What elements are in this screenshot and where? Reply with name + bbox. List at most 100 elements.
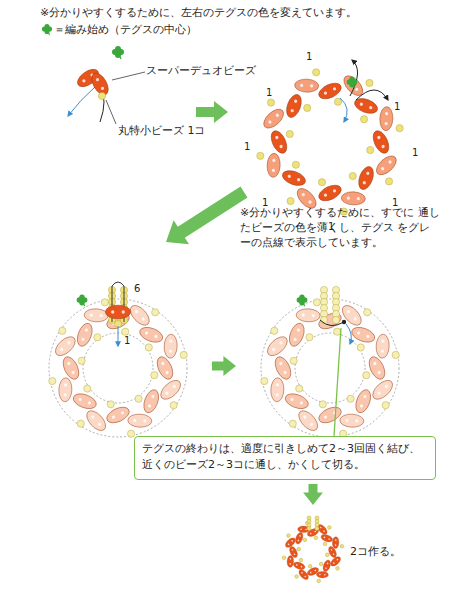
duo-bead xyxy=(322,559,332,572)
duo-bead xyxy=(267,153,281,178)
seed-bead xyxy=(292,161,299,168)
bead-ring xyxy=(257,69,403,215)
seed-bead xyxy=(314,536,318,540)
seed-bead xyxy=(122,328,129,335)
callout-number: 6 xyxy=(134,282,140,296)
legend-swatch xyxy=(40,23,54,37)
duo-bead xyxy=(373,152,399,178)
seed-bead xyxy=(349,172,356,179)
seed-bead xyxy=(98,92,105,99)
seed-bead xyxy=(135,395,142,402)
duo-bead xyxy=(341,191,366,205)
callout-text: テグスの終わりは、適度に引きしめて2～3回固く結び、近くのビーズ2～3コに通し、… xyxy=(142,441,428,473)
duo-bead xyxy=(316,310,343,332)
duo-bead xyxy=(296,308,321,322)
seed-bead xyxy=(366,79,373,86)
step-arrow xyxy=(196,101,228,123)
duo-bead xyxy=(127,302,153,328)
duo-bead xyxy=(306,527,320,538)
seed-bead xyxy=(170,402,177,409)
seed-bead xyxy=(396,125,403,132)
duo-bead xyxy=(353,388,373,415)
callout-box: テグスの終わりは、適度に引きしめて2～3回固く結び、近くのビーズ2～3コに通し、… xyxy=(134,436,436,480)
seed-bead xyxy=(303,538,307,542)
seed-bead xyxy=(257,152,264,159)
seed-bead xyxy=(325,553,329,557)
duo-bead xyxy=(52,333,78,359)
duo-bead xyxy=(295,407,321,433)
seed-bead xyxy=(347,395,354,402)
duo-bead xyxy=(260,106,286,132)
seed-bead xyxy=(271,327,278,334)
duo-bead xyxy=(154,354,176,381)
seed-bead xyxy=(392,351,399,358)
step-arrow xyxy=(166,187,248,245)
seed-bead xyxy=(357,344,364,351)
seed-bead xyxy=(328,526,332,530)
duo-bead xyxy=(294,79,319,93)
seed-bead xyxy=(261,377,268,384)
start-mark xyxy=(77,295,88,307)
duo-bead xyxy=(316,404,343,426)
part-label: スーパーデュオビーズ xyxy=(146,64,256,79)
seed-bead xyxy=(313,299,320,306)
duo-bead xyxy=(340,414,365,428)
bead-ring xyxy=(282,521,343,582)
duo-bead xyxy=(83,407,109,433)
seed-bead xyxy=(295,575,299,579)
legend-item: ＝編み始め（テグスの中心） xyxy=(40,22,197,37)
duo-bead xyxy=(270,378,284,403)
duo-bead xyxy=(284,536,297,549)
callout-number: 1 xyxy=(124,334,130,348)
duo-bead xyxy=(316,571,328,578)
seed-bead xyxy=(145,344,152,351)
callout-number: 1 xyxy=(244,140,250,154)
duo-bead xyxy=(104,404,131,426)
duo-bead xyxy=(164,334,178,359)
bead-ring xyxy=(49,299,188,438)
seed-bead xyxy=(286,130,293,137)
bead-ring xyxy=(261,299,400,438)
duo-bead xyxy=(366,354,388,381)
seed-bead xyxy=(151,372,158,379)
seed-bead xyxy=(296,385,303,392)
duo-bead xyxy=(306,566,320,577)
duo-bead xyxy=(141,388,161,415)
duo-bead xyxy=(316,80,343,102)
seed-bead xyxy=(84,385,91,392)
duo-bead xyxy=(157,377,183,403)
seed-bead xyxy=(336,567,340,571)
duo-bead xyxy=(105,305,130,319)
seed-bead xyxy=(315,527,319,531)
duo-bead xyxy=(128,414,153,428)
bead-column xyxy=(320,286,339,323)
start-figure xyxy=(68,66,112,122)
duo-bead xyxy=(287,321,307,348)
seed-bead xyxy=(289,420,296,427)
seed-bead xyxy=(101,299,108,306)
seed-bead xyxy=(323,542,327,546)
duo-bead xyxy=(292,561,305,571)
seed-bead xyxy=(152,309,159,316)
note-text: ※分かりやすくするために、左右のテグスの色を変えています。 xyxy=(40,6,357,21)
seed-bead xyxy=(382,402,389,409)
duo-bead xyxy=(316,182,343,204)
duo-bead xyxy=(58,378,72,403)
seed-bead xyxy=(332,316,339,323)
seed-bead xyxy=(319,562,323,566)
seed-bead xyxy=(59,327,66,334)
seed-bead xyxy=(299,558,303,562)
duo-bead xyxy=(60,354,82,381)
duo-bead xyxy=(316,523,329,536)
duo-bead xyxy=(138,325,165,345)
seed-bead xyxy=(304,104,311,111)
seed-bead xyxy=(180,351,187,358)
duo-bead xyxy=(283,391,310,411)
seed-bead xyxy=(107,401,114,408)
duo-bead xyxy=(288,545,299,559)
seed-bead xyxy=(267,99,274,106)
callout-number: 1 xyxy=(412,146,418,160)
duo-bead xyxy=(332,536,339,548)
seed-bead xyxy=(334,328,341,335)
